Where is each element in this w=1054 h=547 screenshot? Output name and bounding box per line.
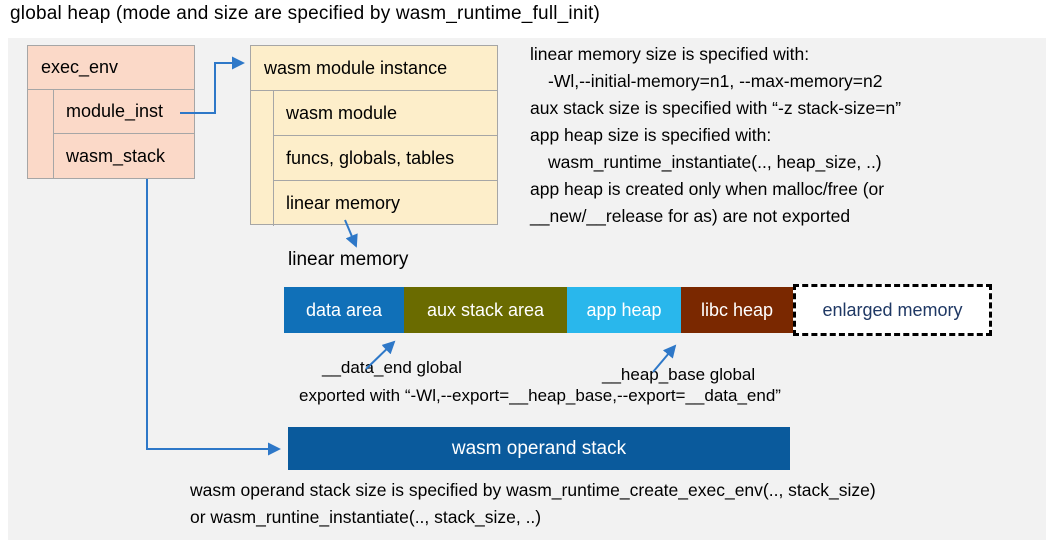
module-instance-box: wasm module instance wasm module funcs, … — [250, 45, 498, 226]
note-line: wasm operand stack size is specified by … — [190, 480, 876, 500]
exec-env-header: exec_env — [28, 46, 194, 90]
linear-memory-bar: data area aux stack area app heap libc h… — [284, 284, 992, 336]
segment-data-area: data area — [284, 287, 404, 333]
exec-env-box: exec_env module_inst wasm_stack — [27, 45, 195, 179]
segment-libc-heap: libc heap — [681, 287, 793, 333]
note-line: aux stack size is specified with “-z sta… — [530, 98, 902, 118]
heap-base-global-label: __heap_base global — [602, 365, 756, 384]
note-line: -Wl,--initial-memory=n1, --max-memory=n2 — [548, 71, 883, 91]
notes-bottom: wasm operand stack size is specified by … — [190, 477, 1050, 531]
exec-env-row-wasm-stack: wasm_stack — [66, 145, 166, 166]
module-instance-row-linear-memory: linear memory — [286, 193, 401, 213]
note-line: linear memory size is specified with: — [530, 44, 810, 64]
exec-env-row-module-inst: module_inst — [54, 90, 194, 134]
module-instance-header: wasm module instance — [251, 46, 497, 91]
module-instance-row-funcs-globals-tables: funcs, globals, tables — [274, 136, 497, 181]
notes-right: linear memory size is specified with: -W… — [530, 41, 1045, 230]
segment-aux-stack-area: aux stack area — [404, 287, 567, 333]
export-note: exported with “-Wl,--export=__heap_base,… — [299, 386, 781, 405]
segment-app-heap: app heap — [567, 287, 681, 333]
module-instance-gutter — [251, 91, 274, 226]
diagram-title: global heap (mode and size are specified… — [10, 3, 601, 24]
note-line: or wasm_runtine_instantiate(.., stack_si… — [190, 507, 542, 527]
data-end-global-label: __data_end global — [322, 358, 462, 377]
note-line: wasm_runtime_instantiate(.., heap_size, … — [548, 152, 882, 172]
module-instance-row-wasm-module: wasm module — [274, 91, 497, 136]
operand-stack-bar: wasm operand stack — [288, 427, 790, 470]
linear-memory-label: linear memory — [288, 249, 409, 270]
note-line: __new/__release for as) are not exported — [530, 206, 851, 226]
note-line: app heap size is specified with: — [530, 125, 772, 145]
exec-env-gutter — [28, 90, 54, 178]
segment-enlarged-memory: enlarged memory — [793, 284, 992, 336]
note-line: app heap is created only when malloc/fre… — [530, 179, 885, 199]
